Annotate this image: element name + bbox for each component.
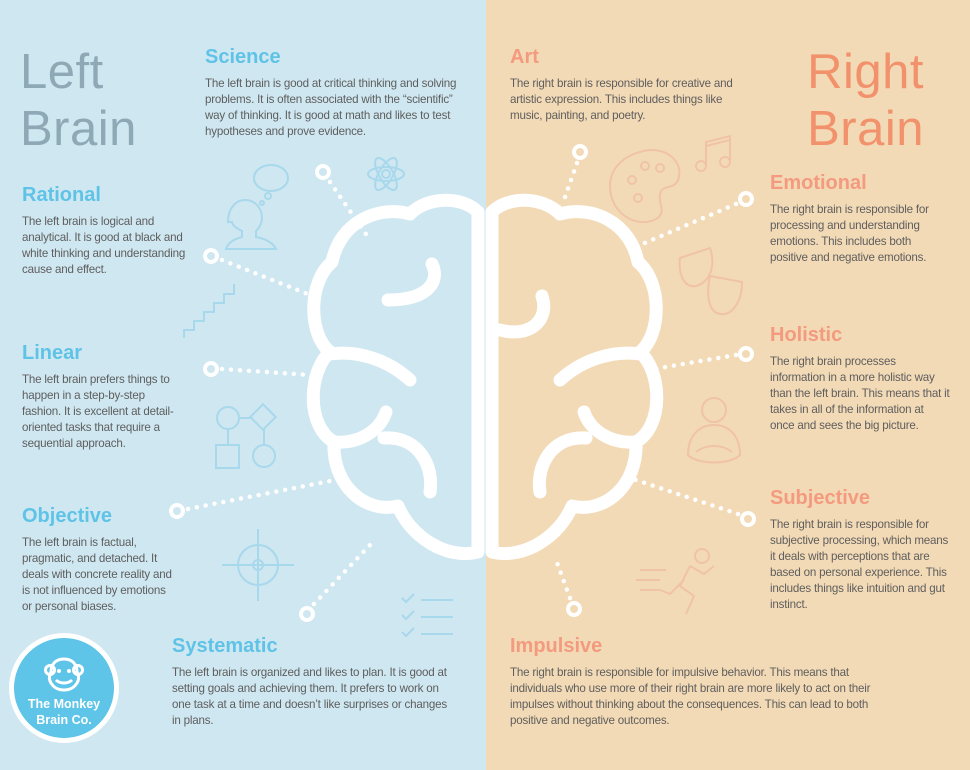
section-text: The left brain is good at critical think… — [205, 77, 457, 138]
left-icons — [183, 157, 453, 638]
section-title: Objective — [22, 505, 113, 527]
monkey-face-icon — [44, 657, 84, 692]
section-subjective: Subjective The right brain is responsibl… — [770, 487, 955, 613]
section-text: The right brain is responsible for impul… — [510, 666, 871, 727]
company-name: The Monkey Brain Co. — [27, 697, 101, 727]
section-systematic: Systematic The left brain is organized a… — [172, 635, 457, 729]
flowchart-icon — [215, 402, 278, 469]
section-science: Science The left brain is good at critic… — [205, 46, 467, 140]
section-art: Art The right brain is responsible for c… — [510, 46, 755, 124]
running-person-icon — [636, 548, 715, 615]
section-linear: Linear The left brain prefers things to … — [22, 342, 182, 452]
right-icons — [608, 134, 744, 615]
right-brain-title: Right Brain — [807, 45, 924, 156]
section-text: The right brain is responsible for subje… — [770, 518, 949, 611]
left-hemisphere — [306, 193, 485, 560]
company-logo: The Monkey Brain Co. — [9, 633, 119, 743]
stairs-icon — [183, 284, 235, 338]
thinking-person-icon — [224, 164, 289, 250]
section-title: Systematic — [172, 635, 278, 657]
theater-masks-icon — [678, 246, 744, 316]
meditation-person-icon — [686, 397, 742, 464]
palette-icon — [608, 149, 681, 223]
right-hemisphere — [485, 193, 664, 560]
section-text: The left brain is factual, pragmatic, an… — [22, 536, 172, 613]
left-brain-title: Left Brain — [20, 45, 137, 156]
section-holistic: Holistic The right brain processes infor… — [770, 324, 950, 434]
section-emotional: Emotional The right brain is responsible… — [770, 172, 950, 266]
atom-icon — [367, 157, 405, 191]
section-text: The right brain is responsible for proce… — [770, 203, 929, 264]
section-title: Rational — [22, 184, 101, 206]
section-text: The right brain processes information in… — [770, 355, 950, 432]
section-title: Linear — [22, 342, 83, 364]
section-text: The left brain prefers things to happen … — [22, 373, 174, 450]
section-text: The left brain is logical and analytical… — [22, 215, 186, 276]
section-title: Emotional — [770, 172, 867, 194]
section-text: The left brain is organized and likes to… — [172, 666, 447, 727]
section-rational: Rational The left brain is logical and a… — [22, 184, 190, 278]
section-impulsive: Impulsive The right brain is responsible… — [510, 635, 875, 729]
section-title: Subjective — [770, 487, 871, 509]
section-title: Science — [205, 46, 281, 68]
crosshair-icon — [222, 529, 294, 601]
section-title: Impulsive — [510, 635, 603, 657]
section-title: Art — [510, 46, 539, 68]
connector-rings — [169, 144, 756, 622]
brain-outline — [306, 193, 664, 560]
checklist-icon — [401, 593, 453, 638]
connector-lines — [185, 160, 741, 607]
section-title: Holistic — [770, 324, 843, 346]
right-panel — [486, 0, 970, 770]
music-note-icon — [705, 134, 731, 166]
section-objective: Objective The left brain is factual, pra… — [22, 505, 177, 615]
section-text: The right brain is responsible for creat… — [510, 77, 733, 122]
